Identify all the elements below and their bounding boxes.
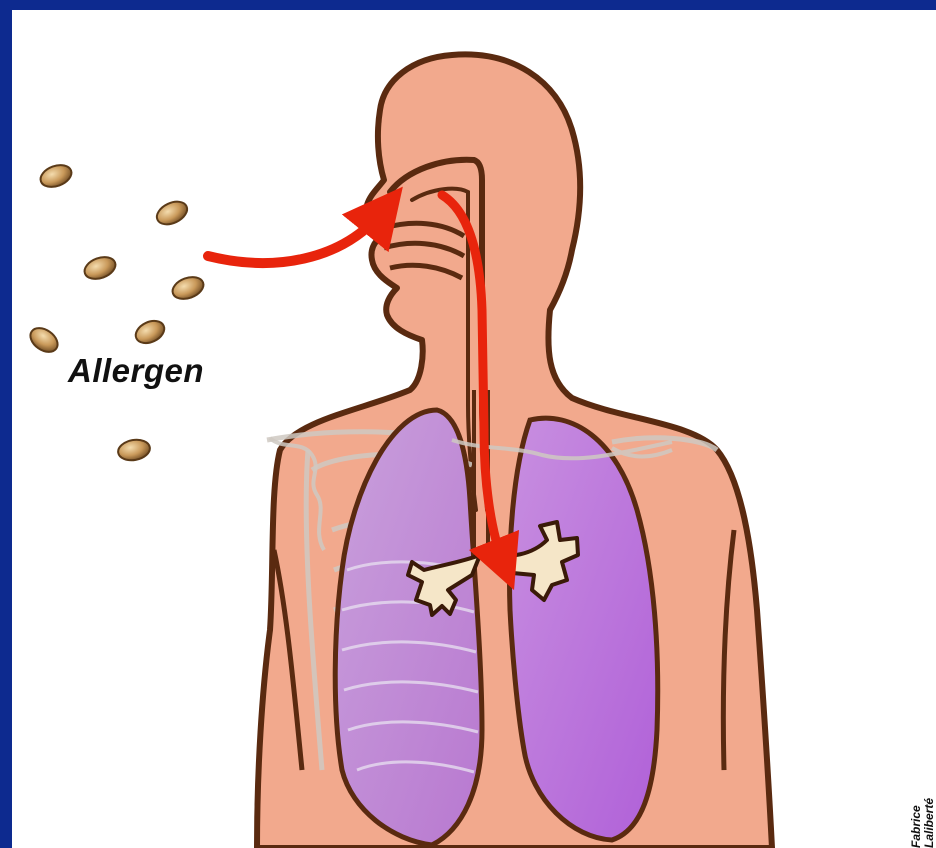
pollen-grain [38, 161, 75, 191]
allergen-label: Allergen [68, 352, 204, 390]
respiratory-diagram [12, 10, 936, 848]
credit-last-name: Laliberté [923, 798, 936, 848]
pollen-grain [117, 437, 152, 462]
illustrator-credit: Fabrice Laliberté [910, 798, 936, 848]
pollen-grain [82, 253, 119, 283]
pollen-grain [132, 317, 168, 348]
inhale-arrow [208, 210, 384, 263]
pollen-grain [153, 197, 190, 229]
pollen-grain [170, 273, 207, 303]
pollen-grains [26, 161, 206, 462]
pollen-grain [26, 323, 62, 357]
diagram-frame: Allergen Fabrice Laliberté [12, 10, 936, 848]
